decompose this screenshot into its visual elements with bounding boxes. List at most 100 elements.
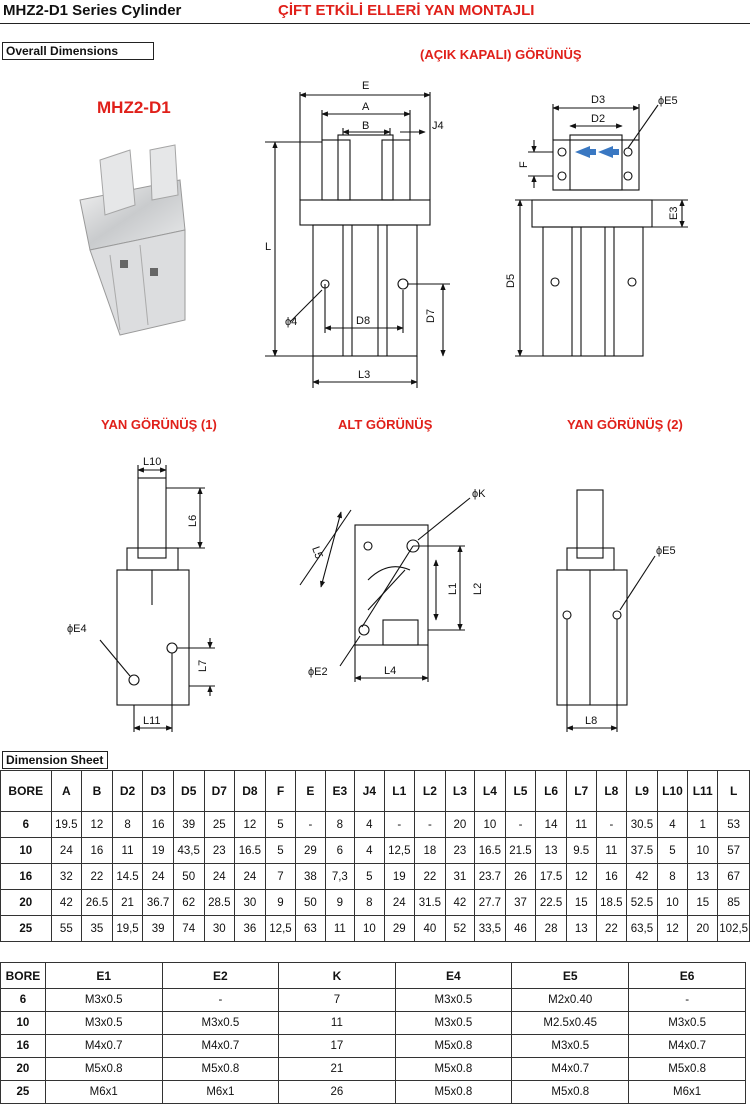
table-cell: 13 <box>535 837 567 864</box>
column-header-l6: L6 <box>535 770 567 812</box>
table-cell: 22 <box>414 863 446 890</box>
table-cell: 63 <box>295 915 326 942</box>
open-close-view-title: (AÇIK KAPALI) GÖRÜNÜŞ <box>420 47 582 62</box>
table-cell: 10 <box>474 811 506 838</box>
table-cell: M4x0.7 <box>628 1034 746 1058</box>
table-cell: 40 <box>414 915 446 942</box>
table-cell: 30 <box>234 889 266 916</box>
bottom-view-title: ALT GÖRÜNÜŞ <box>338 417 433 432</box>
column-header-l2: L2 <box>414 770 446 812</box>
dim-J4-label: J4 <box>432 120 444 132</box>
dim-D7-label: D7 <box>425 309 437 323</box>
table-cell: M6x1 <box>161 1080 280 1104</box>
table-cell: 6 <box>324 837 356 864</box>
column-header-e5: E5 <box>511 962 630 989</box>
table-cell: M5x0.8 <box>394 1057 513 1081</box>
side-view-1 <box>99 465 215 732</box>
bore-cell: 6 <box>0 811 52 838</box>
bore-cell: 25 <box>0 915 52 942</box>
dim-E3-label: E3 <box>668 207 680 220</box>
dim-L1-label: L1 <box>447 583 459 595</box>
table-cell: - <box>295 811 326 838</box>
table-cell: 9 <box>264 889 297 916</box>
model-name: MHZ2-D1 <box>97 98 171 117</box>
table-cell: 4 <box>354 811 385 838</box>
table-cell: 26.5 <box>81 889 113 916</box>
side-view-2-title: YAN GÖRÜNÜŞ (2) <box>567 417 683 432</box>
table-cell: 8 <box>354 889 385 916</box>
table-cell: 28 <box>535 915 567 942</box>
table-cell: 50 <box>172 863 205 890</box>
table-cell: 11 <box>595 837 628 864</box>
table-cell: - <box>504 811 537 838</box>
table-cell: 11 <box>324 915 356 942</box>
table-cell: 15 <box>565 889 597 916</box>
table-cell: M5x0.8 <box>394 1080 513 1104</box>
dim-L-label: L <box>265 241 271 253</box>
table-cell: 53 <box>717 811 750 838</box>
table-cell: 20 <box>444 811 476 838</box>
table-cell: 35 <box>81 915 113 942</box>
table-cell: 29 <box>295 837 326 864</box>
dim-E4-label: ϕE4 <box>67 623 87 635</box>
table-cell: M3x0.5 <box>44 988 163 1012</box>
column-header-e1: E1 <box>44 962 163 989</box>
column-header-l7: L7 <box>565 770 597 812</box>
column-header-e6: E6 <box>628 962 746 989</box>
table-cell: M5x0.8 <box>161 1057 280 1081</box>
table-cell: 31.5 <box>414 889 446 916</box>
table-cell: 1 <box>687 811 719 838</box>
table-cell: 12 <box>656 915 689 942</box>
table-cell: 9.5 <box>565 837 597 864</box>
product-illustration <box>79 144 186 336</box>
table-cell: 43,5 <box>172 837 205 864</box>
dim-D5-label: D5 <box>505 274 517 288</box>
table-cell: 85 <box>717 889 750 916</box>
table-cell: 55 <box>50 915 83 942</box>
bore-cell: 20 <box>0 889 52 916</box>
table-cell: 29 <box>383 915 416 942</box>
column-header-d2: D2 <box>111 770 144 812</box>
table-cell: 21 <box>111 889 144 916</box>
table-cell: - <box>414 811 446 838</box>
table-cell: 12 <box>565 863 597 890</box>
table-cell: - <box>161 988 280 1012</box>
dim-D2-label: D2 <box>591 113 605 125</box>
table-cell: M3x0.5 <box>161 1011 280 1035</box>
table-cell: 19.5 <box>50 811 83 838</box>
table-cell: 23 <box>444 837 476 864</box>
front-view <box>265 92 450 388</box>
table-cell: 42 <box>50 889 83 916</box>
table-cell: 5 <box>264 811 297 838</box>
column-header-e2: E2 <box>161 962 280 989</box>
table-cell: 9 <box>324 889 356 916</box>
table-cell: 16 <box>142 811 174 838</box>
table-cell: M3x0.5 <box>44 1011 163 1035</box>
table-cell: 28.5 <box>203 889 236 916</box>
table-cell: 50 <box>295 889 326 916</box>
table-cell: 11 <box>111 837 144 864</box>
table-cell: 52.5 <box>626 889 658 916</box>
document-title: MHZ2-D1 Series Cylinder <box>3 2 182 19</box>
table-cell: 26 <box>278 1080 396 1104</box>
column-header-a: A <box>50 770 83 812</box>
front-view-labels: E A B J4 L ϕ4 D8 D7 L3 <box>265 80 444 381</box>
table-cell: 19 <box>383 863 416 890</box>
column-header-b: B <box>81 770 113 812</box>
dim-D8-label: D8 <box>356 315 370 327</box>
table-cell: 19 <box>142 837 174 864</box>
table-cell: 23.7 <box>474 863 506 890</box>
table-cell: 13 <box>687 863 719 890</box>
dim-L3-label: L3 <box>358 369 370 381</box>
bore-cell: 16 <box>0 863 52 890</box>
table-cell: 11 <box>278 1011 396 1035</box>
side-view-1-labels: L10 L6 ϕE4 L7 L11 <box>67 456 209 727</box>
column-header-d5: D5 <box>172 770 205 812</box>
dimension-sheet-label: Dimension Sheet <box>2 751 108 769</box>
